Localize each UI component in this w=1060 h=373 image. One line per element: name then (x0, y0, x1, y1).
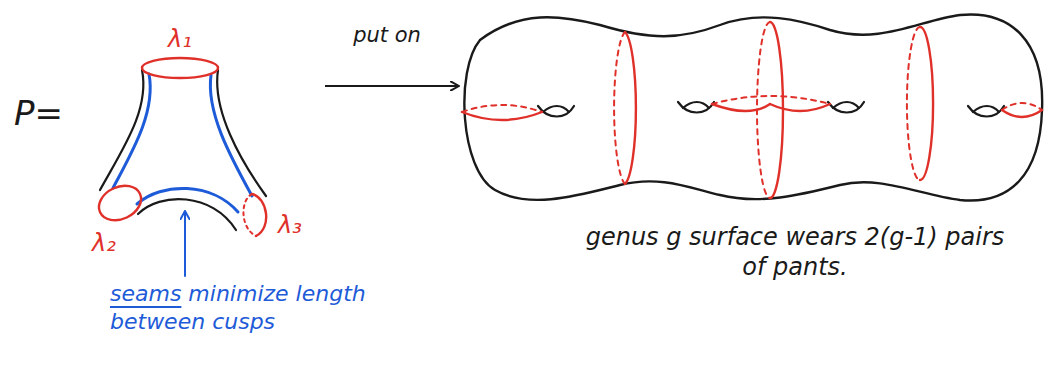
boundary-label: λ₃ (278, 210, 302, 240)
map-arrow (325, 85, 458, 87)
figure-name: P= (14, 92, 63, 135)
surface-caption: genus g surface wears 2(g-1) pairs of pa… (585, 222, 1005, 282)
pants-figure (93, 58, 266, 276)
surface-figure (462, 14, 1042, 200)
word-underline (110, 306, 181, 308)
boundary-label: λ₁ (168, 24, 192, 54)
arrow-label: put on (352, 22, 422, 48)
seam-note: seams minimize length between cusps (110, 280, 400, 335)
boundary-label: λ₂ (92, 228, 116, 258)
